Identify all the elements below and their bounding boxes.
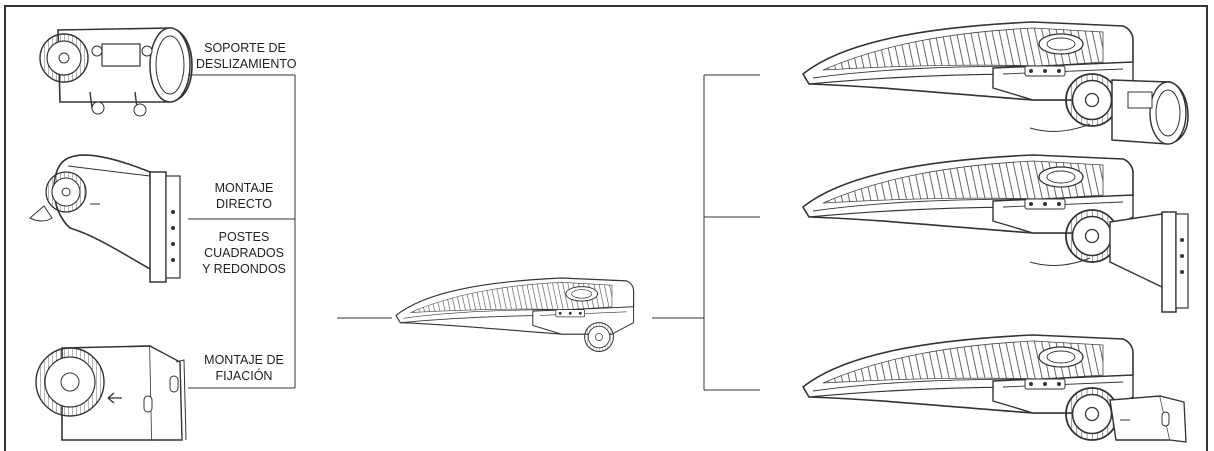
- direct-mount-label-line1: MONTAJE: [214, 181, 274, 195]
- poles-label: POSTES CUADRADOS Y REDONDOS: [196, 229, 292, 277]
- direct-mount-label: MONTAJE DIRECTO: [200, 180, 288, 212]
- yoke-mount-label: MONTAJE DE FIJACIÓN: [198, 352, 290, 384]
- poles-label-line3: Y REDONDOS: [202, 262, 286, 276]
- slip-fitter-label: SOPORTE DE DESLIZAMIENTO: [196, 40, 297, 72]
- poles-label-line2: CUADRADOS: [204, 246, 284, 260]
- direct-mount-label-line2: DIRECTO: [215, 197, 273, 211]
- base-luminaire-illustration: [395, 277, 635, 352]
- slip-fitter-label-line2: DESLIZAMIENTO: [196, 57, 297, 71]
- diagram-frame: [4, 5, 1208, 451]
- yoke-mount-label-line1: MONTAJE DE: [204, 353, 284, 367]
- yoke-mount-label-line2: FIJACIÓN: [215, 369, 273, 383]
- slip-fitter-illustration: [39, 27, 193, 117]
- luminaire-slip-fitter-illustration: [802, 21, 1189, 145]
- poles-label-line1: POSTES: [218, 230, 270, 244]
- slip-fitter-label-line1: SOPORTE DE: [204, 41, 286, 55]
- direct-mount-illustration: [29, 154, 181, 283]
- luminaire-yoke-mount-illustration: [802, 334, 1187, 443]
- luminaire-direct-mount-illustration: [802, 154, 1189, 313]
- right-connector-lines: [652, 74, 760, 391]
- left-connector-lines: [188, 74, 392, 389]
- yoke-mount-illustration: [35, 345, 187, 441]
